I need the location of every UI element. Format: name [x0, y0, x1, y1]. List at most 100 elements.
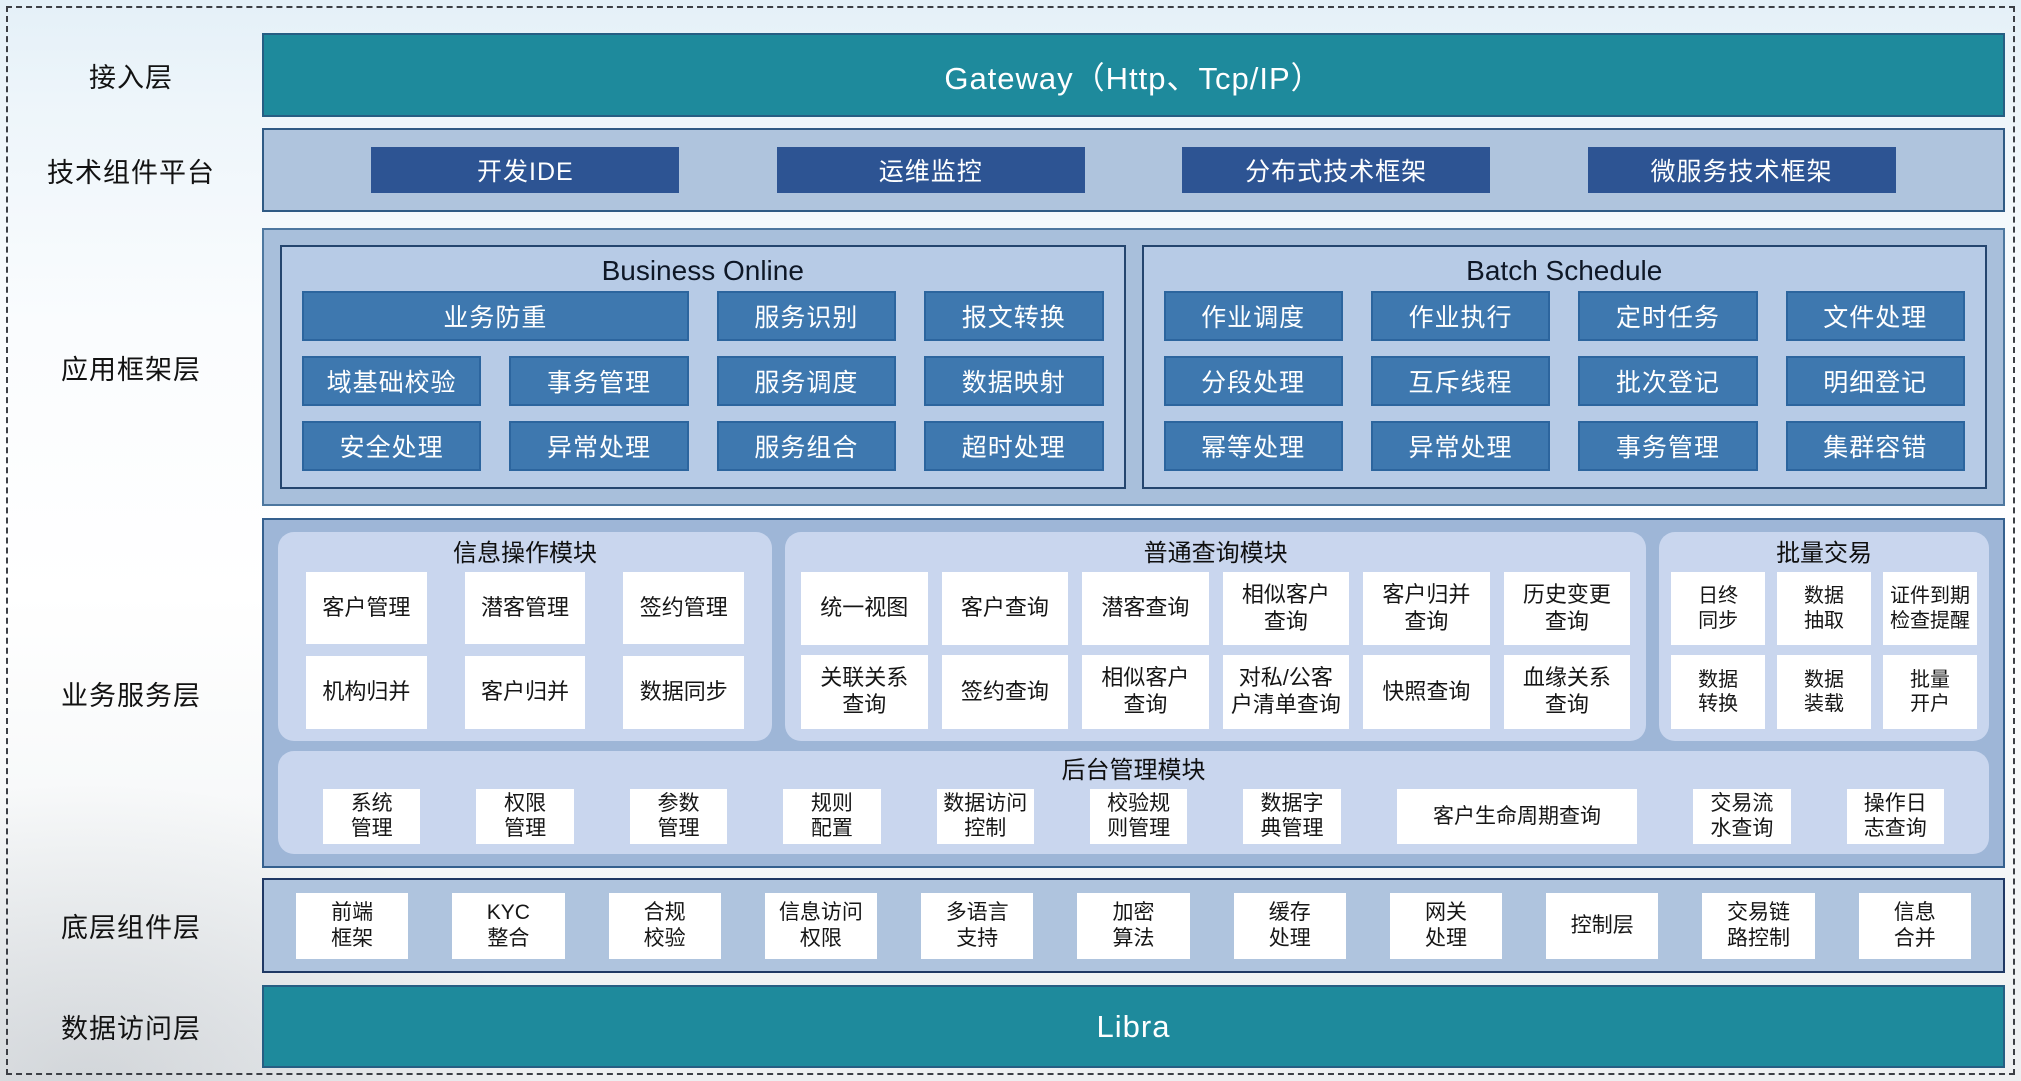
base-components-panel: 前端 框架 KYC 整合 合规 校验 信息访问 权限 多语言 支持 加密 算法 … — [262, 878, 2005, 973]
general-query-grid: 统一视图 客户查询 潜客查询 相似客户 查询 客户归并 查询 历史变更 查询 关… — [801, 572, 1631, 729]
framework-item-button: 作业执行 — [1370, 291, 1551, 341]
module-item-card: 数据同步 — [623, 656, 745, 729]
layer-label-base-components: 底层组件层 — [61, 913, 201, 943]
framework-item-button: 明细登记 — [1785, 356, 1965, 406]
framework-item-button: 文件处理 — [1785, 291, 1965, 341]
base-component-card: 缓存 处理 — [1233, 892, 1346, 959]
batch-schedule-title: Batch Schedule — [1466, 255, 1663, 286]
framework-item-button: 作业调度 — [1163, 291, 1343, 341]
framework-item-button: 服务识别 — [716, 291, 897, 341]
base-components-row: 底层组件层 前端 框架 KYC 整合 合规 校验 信息访问 权限 多语言 支持 … — [0, 878, 2005, 973]
base-component-card: 网关 处理 — [1389, 892, 1503, 959]
info-operation-module-title: 信息操作模块 — [453, 540, 598, 567]
module-item-card: 客户查询 — [941, 572, 1069, 646]
info-operation-module: 信息操作模块 客户管理 潜客管理 签约管理 机构归并 客户归并 数据同步 — [278, 532, 773, 741]
framework-item-button: 事务管理 — [509, 356, 689, 406]
module-item-card: 机构归并 — [306, 656, 427, 729]
batch-trade-module-title: 批量交易 — [1776, 540, 1873, 567]
admin-item-card: 客户生命周期查询 — [1396, 788, 1638, 844]
admin-item-card: 系统 管理 — [323, 788, 421, 844]
framework-item-button: 分段处理 — [1163, 356, 1343, 406]
batch-trade-module: 批量交易 日终 同步 数据 抽取 证件到期 检查提醒 数据 转换 数据 装载 批… — [1659, 532, 1989, 741]
general-query-module: 普通查询模块 统一视图 客户查询 潜客查询 相似客户 查询 客户归并 查询 历史… — [785, 532, 1647, 741]
framework-item-button: 批次登记 — [1578, 356, 1758, 406]
module-item-card: 血缘关系 查询 — [1503, 655, 1631, 729]
layer-label-data-access: 数据访问层 — [61, 1014, 201, 1044]
admin-item-card: 操作日 志查询 — [1846, 788, 1944, 844]
module-item-card: 数据 装载 — [1777, 655, 1872, 729]
module-item-card: 潜客查询 — [1082, 572, 1209, 646]
base-component-card: 交易链 路控制 — [1702, 892, 1815, 959]
module-item-card: 日终 同步 — [1671, 572, 1766, 646]
batch-schedule-grid: 作业调度 作业执行 定时任务 文件处理 分段处理 互斥线程 批次登记 明细登记 … — [1163, 291, 1965, 471]
layer-label-business-service: 业务服务层 — [61, 680, 201, 711]
module-item-card: 签约管理 — [623, 572, 745, 645]
layer-label-access: 接入层 — [89, 62, 173, 93]
admin-item-card: 规则 配置 — [783, 788, 881, 844]
tech-component-button: 微服务技术框架 — [1587, 147, 1896, 193]
service-modules-row: 信息操作模块 客户管理 潜客管理 签约管理 机构归并 客户归并 数据同步 普通查… — [278, 532, 1989, 741]
business-online-grid: 业务防重 服务识别 报文转换 域基础校验 事务管理 服务调度 数据映射 安全处理… — [302, 291, 1104, 471]
base-component-card: 控制层 — [1546, 892, 1659, 959]
module-item-card: 签约查询 — [941, 655, 1069, 729]
info-operation-grid: 客户管理 潜客管理 签约管理 机构归并 客户归并 数据同步 — [294, 572, 756, 729]
framework-item-button: 异常处理 — [509, 421, 689, 471]
app-framework-row: 应用框架层 Business Online 业务防重 服务识别 报文转换 域基础… — [0, 228, 2005, 506]
framework-item-button: 安全处理 — [302, 421, 482, 471]
batch-schedule-box: Batch Schedule 作业调度 作业执行 定时任务 文件处理 分段处理 … — [1141, 245, 1987, 489]
admin-items-row: 系统 管理 权限 管理 参数 管理 规则 配置 数据访问 控制 校验规 则管理 … — [323, 788, 1944, 844]
base-component-card: 前端 框架 — [296, 892, 409, 959]
layer-label-app-framework: 应用框架层 — [61, 354, 201, 385]
framework-item-button: 报文转换 — [924, 291, 1104, 341]
business-online-title: Business Online — [601, 255, 804, 286]
business-service-row: 业务服务层 信息操作模块 客户管理 潜客管理 签约管理 机构归并 客户归并 数据… — [0, 518, 2005, 868]
framework-item-button: 互斥线程 — [1370, 356, 1551, 406]
framework-item-button: 异常处理 — [1370, 421, 1551, 471]
module-item-card: 证件到期 检查提醒 — [1883, 572, 1977, 646]
framework-item-button: 定时任务 — [1578, 291, 1758, 341]
base-component-card: KYC 整合 — [452, 892, 565, 959]
base-component-card: 合规 校验 — [608, 892, 721, 959]
framework-item-button: 域基础校验 — [302, 356, 482, 406]
general-query-module-title: 普通查询模块 — [1143, 540, 1288, 567]
base-component-card: 加密 算法 — [1077, 892, 1190, 959]
tech-component-button: 开发IDE — [371, 147, 680, 193]
tech-platform-panel: 开发IDE 运维监控 分布式技术框架 微服务技术框架 — [262, 128, 2005, 212]
tech-platform-row: 技术组件平台 开发IDE 运维监控 分布式技术框架 微服务技术框架 — [0, 128, 2005, 212]
base-component-card: 信息 合并 — [1858, 892, 1971, 959]
module-item-card: 关联关系 查询 — [801, 655, 928, 729]
module-item-card: 客户归并 查询 — [1363, 572, 1490, 646]
business-service-panel: 信息操作模块 客户管理 潜客管理 签约管理 机构归并 客户归并 数据同步 普通查… — [262, 518, 2005, 868]
framework-item-button: 集群容错 — [1785, 421, 1965, 471]
module-item-card: 对私/公客 户清单查询 — [1222, 655, 1350, 729]
gateway-bar: Gateway（Http、Tcp/IP） — [262, 33, 2005, 117]
layer-label-tech-platform: 技术组件平台 — [47, 157, 215, 188]
module-item-card: 相似客户 查询 — [1082, 655, 1209, 729]
tech-component-button: 分布式技术框架 — [1182, 147, 1491, 193]
base-component-card: 信息访问 权限 — [764, 892, 878, 959]
module-item-card: 数据 转换 — [1671, 655, 1766, 729]
module-item-card: 历史变更 查询 — [1503, 572, 1631, 646]
module-item-card: 客户管理 — [306, 572, 427, 645]
module-item-card: 快照查询 — [1363, 655, 1490, 729]
admin-item-card: 数据字 典管理 — [1243, 788, 1341, 844]
module-item-card: 批量 开户 — [1883, 655, 1977, 729]
access-layer-row: 接入层 Gateway（Http、Tcp/IP） — [0, 33, 2005, 117]
module-item-card: 数据 抽取 — [1777, 572, 1872, 646]
admin-module-title: 后台管理模块 — [1061, 756, 1206, 784]
module-item-card: 统一视图 — [801, 572, 928, 646]
module-item-card: 相似客户 查询 — [1222, 572, 1350, 646]
admin-item-card: 校验规 则管理 — [1089, 788, 1188, 844]
framework-item-button: 服务组合 — [716, 421, 897, 471]
base-component-card: 多语言 支持 — [921, 892, 1034, 959]
module-item-card: 潜客管理 — [464, 572, 586, 645]
batch-trade-grid: 日终 同步 数据 抽取 证件到期 检查提醒 数据 转换 数据 装载 批量 开户 — [1671, 572, 1977, 729]
tech-component-button: 运维监控 — [776, 147, 1085, 193]
framework-item-button: 幂等处理 — [1163, 421, 1343, 471]
admin-item-card: 参数 管理 — [629, 788, 728, 844]
framework-item-button: 事务管理 — [1578, 421, 1758, 471]
libra-bar: Libra — [262, 985, 2005, 1068]
app-framework-panel: Business Online 业务防重 服务识别 报文转换 域基础校验 事务管… — [262, 228, 2005, 506]
admin-item-card: 权限 管理 — [476, 788, 574, 844]
business-online-box: Business Online 业务防重 服务识别 报文转换 域基础校验 事务管… — [280, 245, 1126, 489]
